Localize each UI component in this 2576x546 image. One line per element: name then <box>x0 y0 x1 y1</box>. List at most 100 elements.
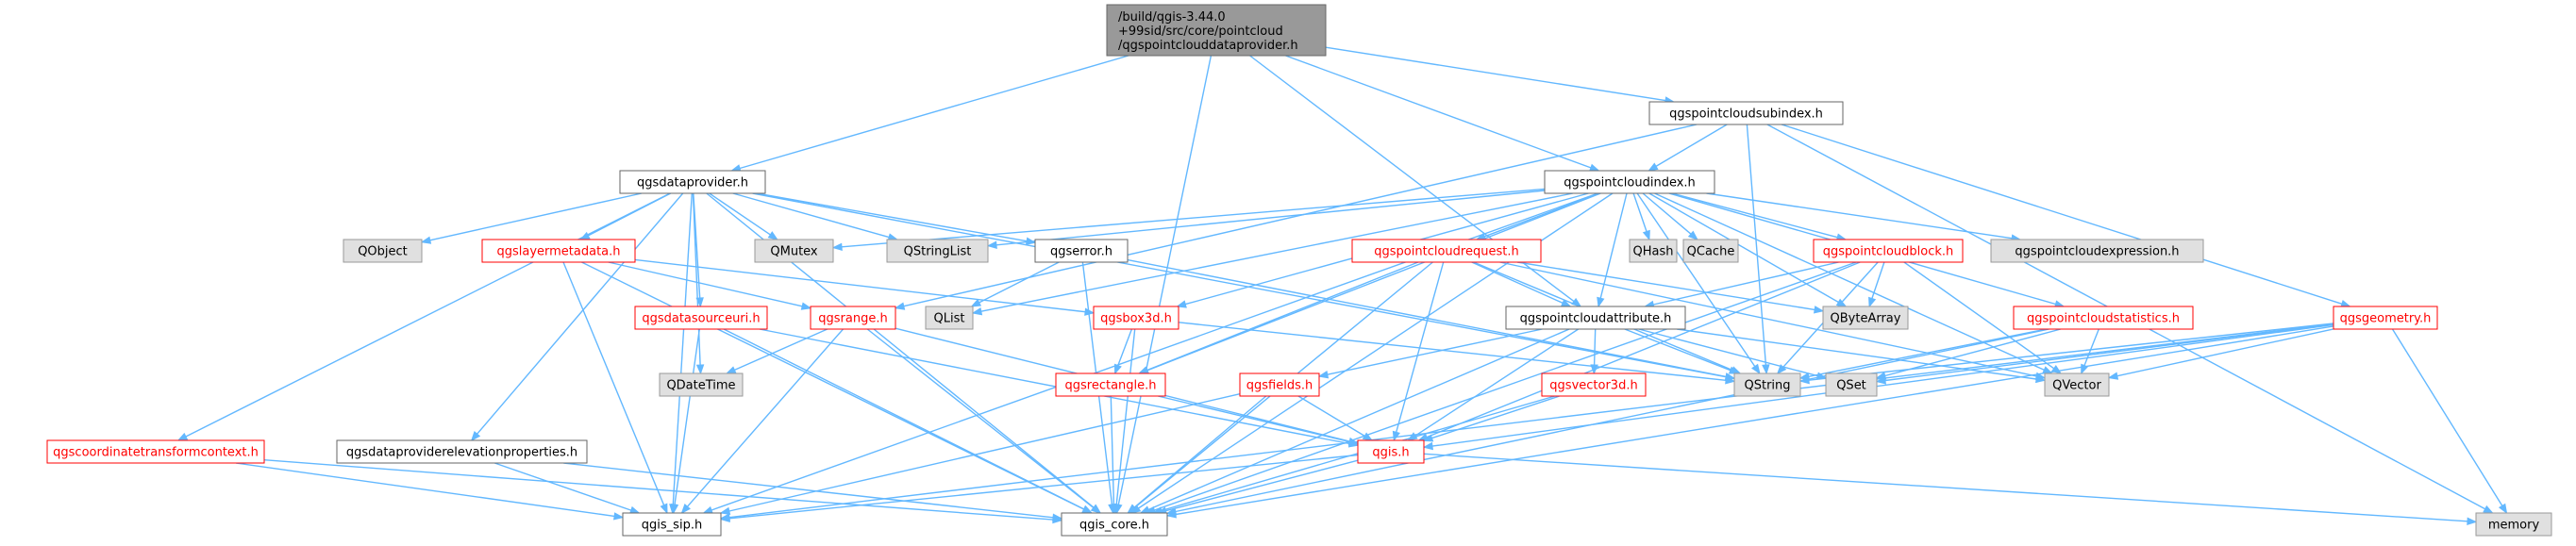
node-qgspointcloudrequest[interactable]: qgspointcloudrequest.h <box>1351 239 1542 263</box>
node-label: qgis_core.h <box>1079 519 1149 533</box>
node-qstringlist[interactable]: QStringList <box>886 239 989 263</box>
edge-qgsdataprovider-to-qstringlist <box>732 192 899 241</box>
edge-qgsdataprovider-to-qgscoordinatetransformcontext <box>176 192 671 441</box>
node-label: qgscoordinatetransformcontext.h <box>53 446 259 460</box>
node-label: qgis_sip.h <box>642 519 702 533</box>
edge-qgspointcloudindex-to-qlist <box>971 192 1574 316</box>
node-qdatetime[interactable]: QDateTime <box>659 372 744 397</box>
node-qgspointcloudattribute[interactable]: qgspointcloudattribute.h <box>1505 306 1686 330</box>
edge-qgspointcloudindex-to-qgsrectangle <box>1138 192 1601 374</box>
node-qgspointcloudindex[interactable]: qgspointcloudindex.h <box>1544 170 1715 194</box>
node-box <box>925 306 974 330</box>
node-label: QString <box>1744 379 1790 393</box>
edge-qgspointcloudindex-to-qhash <box>1632 192 1650 241</box>
node-box <box>622 512 722 537</box>
edge-root-to-qgspointcloudindex <box>1285 55 1600 172</box>
node-box <box>2044 372 2110 397</box>
edge-qgscoordinatetransformcontext-to-qgis-sip <box>236 462 625 521</box>
node-qobject[interactable]: QObject <box>343 239 423 263</box>
node-label: QVector <box>2052 379 2101 393</box>
node-qgsdatasourceuri[interactable]: qgsdatasourceuri.h <box>634 306 768 330</box>
edge-qgsbox3d-to-qgsrectangle <box>1113 328 1133 375</box>
node-label: qgsfields.h <box>1246 379 1313 393</box>
node-memory[interactable]: memory <box>2475 512 2552 537</box>
node-qgis-core[interactable]: qgis_core.h <box>1061 512 1168 537</box>
node-qgsfields[interactable]: qgsfields.h <box>1239 372 1320 397</box>
edge-qgspointcloudattribute-to-qstring <box>1624 328 1740 374</box>
node-box <box>1505 306 1686 330</box>
node-label: QDateTime <box>666 379 735 393</box>
edges-layer <box>176 46 2508 525</box>
node-qgsrectangle[interactable]: qgsrectangle.h <box>1055 372 1166 397</box>
node-box <box>1034 239 1129 263</box>
edge-qgsdatasourceuri-to-qgis-sip <box>670 328 700 515</box>
node-qgsdataprovider[interactable]: qgsdataprovider.h <box>619 170 766 194</box>
node-box <box>2013 306 2194 330</box>
node-qgsbox3d[interactable]: qgsbox3d.h <box>1093 306 1179 330</box>
edge-qgsrectangle-to-qgis-core <box>1110 395 1118 515</box>
node-label: memory <box>2488 519 2540 533</box>
edge-qgis-to-memory <box>1423 453 2478 525</box>
edge-root-to-qgspointcloudsubindex <box>1325 46 1676 105</box>
node-qhash[interactable]: QHash <box>1629 239 1678 263</box>
edge-qgsbox3d-to-qstring <box>1178 322 1736 385</box>
edge-qgspointcloudrequest-to-qbytearray <box>1516 261 1825 314</box>
node-box <box>343 239 423 263</box>
node-label: qgspointcloudindex.h <box>1564 176 1696 190</box>
edge-qgsrange-to-qdatetime <box>725 328 828 374</box>
node-qgis[interactable]: qgis.h <box>1357 439 1425 464</box>
node-box <box>2475 512 2552 537</box>
node-qcache[interactable]: QCache <box>1682 239 1739 263</box>
node-qgslayermetadata[interactable]: qgslayermetadata.h <box>481 239 636 263</box>
node-box <box>1093 306 1179 330</box>
edge-qgspointcloudindex-to-qcache <box>1642 192 1698 240</box>
node-label: qgsbox3d.h <box>1100 312 1172 326</box>
node-root[interactable]: /build/qgis-3.44.0 +99sid/src/core/point… <box>1106 4 1327 57</box>
edge-qgserror-to-qlist <box>970 261 1060 307</box>
node-qgsdataproviderelevationproperties[interactable]: qgsdataproviderelevationproperties.h <box>336 439 588 464</box>
node-box <box>1357 439 1425 464</box>
node-label: QMutex <box>770 245 818 259</box>
edge-qgsgeometry-to-qgis-core <box>1165 325 2334 519</box>
node-box <box>46 439 265 464</box>
node-box <box>1055 372 1166 397</box>
node-qgserror[interactable]: qgserror.h <box>1034 239 1129 263</box>
node-qgspointcloudexpression[interactable]: qgspointcloudexpression.h <box>1990 239 2204 263</box>
edge-qgsgeometry-to-qgis-sip <box>719 323 2334 521</box>
node-qgis-sip[interactable]: qgis_sip.h <box>622 512 722 537</box>
edge-qgsvector3d-to-qgis <box>1422 395 1560 442</box>
edge-qgspointcloudindex-to-qstringlist <box>986 190 1546 249</box>
node-qgspointcloudsubindex[interactable]: qgspointcloudsubindex.h <box>1648 101 1844 125</box>
node-qgsrange[interactable]: qgsrange.h <box>810 306 896 330</box>
node-qvector[interactable]: QVector <box>2044 372 2110 397</box>
node-qgspointcloudstatistics[interactable]: qgspointcloudstatistics.h <box>2013 306 2194 330</box>
node-qbytearray[interactable]: QByteArray <box>1822 306 1909 330</box>
node-qlist[interactable]: QList <box>925 306 974 330</box>
node-qgsvector3d[interactable]: qgsvector3d.h <box>1541 372 1647 397</box>
edge-qgsdataprovider-to-qstring <box>752 192 1736 381</box>
edge-qgslayermetadata-to-qgis-sip <box>562 261 668 515</box>
edge-qgsdataproviderelevationproperties-to-qgis-sip <box>493 462 641 514</box>
edge-qgis-to-qgis-sip <box>719 454 1359 522</box>
edge-qgsfields-to-qgis-core <box>1127 395 1267 514</box>
edge-qgspointcloudsubindex-to-qstring <box>1746 124 1770 375</box>
node-label: qgsdatasourceuri.h <box>642 312 760 326</box>
edge-qgspointcloudblock-to-qbytearray <box>1868 261 1885 308</box>
node-label: QByteArray <box>1831 312 1901 326</box>
node-label: QSet <box>1836 379 1866 393</box>
node-qgspointcloudblock[interactable]: qgspointcloudblock.h <box>1813 239 1964 263</box>
node-qstring[interactable]: QString <box>1733 372 1801 397</box>
edge-qgsfields-to-qgis <box>1297 395 1374 441</box>
node-qgscoordinatetransformcontext[interactable]: qgscoordinatetransformcontext.h <box>46 439 265 464</box>
edge-qgsdataprovider-to-qobject <box>420 192 643 244</box>
edge-qgspointcloudindex-to-qgspointcloudattribute <box>1597 192 1628 308</box>
node-qgsgeometry[interactable]: qgsgeometry.h <box>2333 306 2438 330</box>
edge-qgspointcloudattribute-to-qvector <box>1677 328 2047 384</box>
node-box <box>619 170 766 194</box>
node-label: qgsvector3d.h <box>1549 379 1637 393</box>
node-label: qgspointcloudblock.h <box>1823 245 1954 259</box>
edge-root-to-qgsdataprovider <box>730 55 1129 173</box>
node-qset[interactable]: QSet <box>1825 372 1878 397</box>
node-qmutex[interactable]: QMutex <box>754 239 834 263</box>
